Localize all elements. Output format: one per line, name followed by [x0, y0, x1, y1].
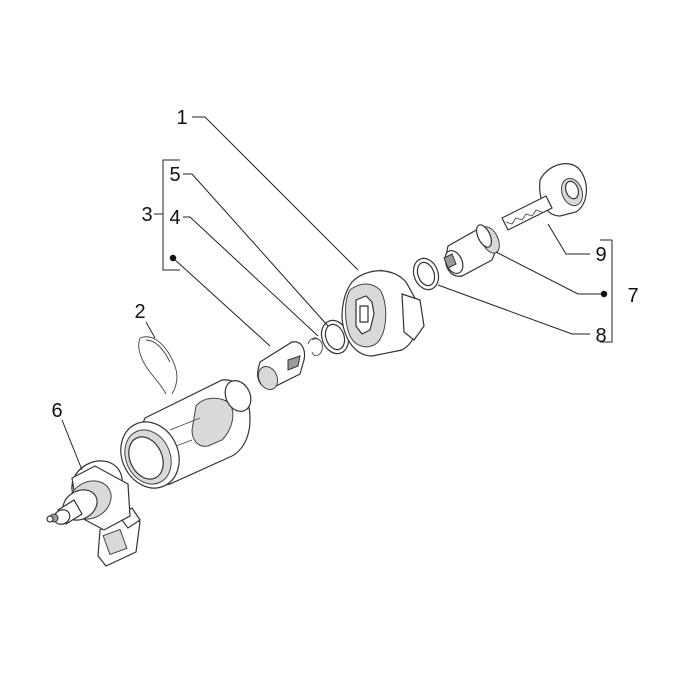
bullet-dot-right: [600, 290, 608, 298]
callout-4: 4: [169, 207, 180, 229]
part-2-spring-clip: [138, 336, 178, 395]
callout-9: 9: [595, 244, 606, 266]
leader-lines: [61, 116, 613, 471]
lock-cylinder: [443, 224, 500, 277]
callout-2: 2: [134, 301, 145, 323]
part-5-ring-washer: [320, 319, 350, 355]
part-6-lock-body: [46, 460, 141, 567]
callout-3: 3: [141, 204, 152, 226]
part-9-key: [501, 163, 587, 231]
callout-1: 1: [176, 107, 187, 129]
callout-7: 7: [627, 285, 638, 307]
part-1-housing: [341, 269, 425, 357]
sleeve-tube: [120, 379, 252, 489]
callout-6: 6: [51, 400, 62, 422]
callout-8: 8: [595, 325, 606, 347]
part-8-o-ring: [412, 257, 440, 291]
part-4-small-clip: [307, 337, 323, 357]
part-bullet-pin: [257, 341, 306, 391]
bullet-dot-left: [169, 254, 177, 262]
callout-5: 5: [169, 164, 180, 186]
